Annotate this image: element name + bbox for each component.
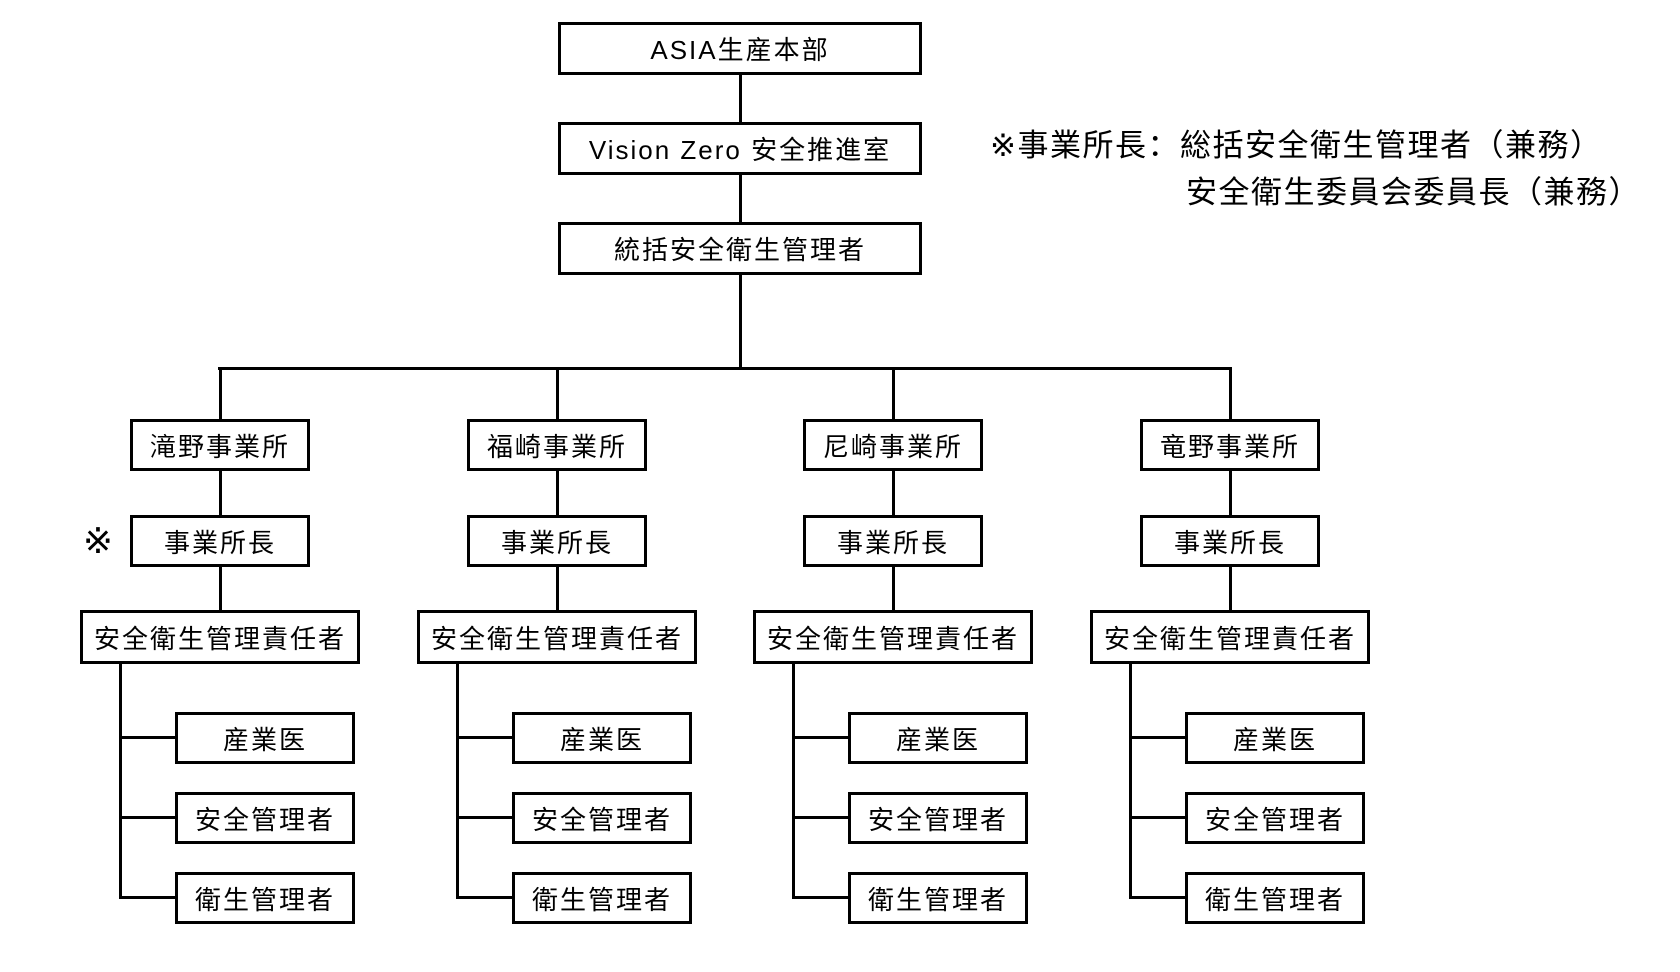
staff-stub-line <box>792 896 848 899</box>
connector-head-manager <box>1229 567 1232 610</box>
site-manager-box: 安全衛生管理責任者 <box>753 610 1033 664</box>
site-head-note-marker: ※ <box>82 520 114 561</box>
staff-stub-line <box>456 816 512 819</box>
staff-box: 産業医 <box>175 712 355 764</box>
site-name-box: 尼崎事業所 <box>803 419 983 471</box>
connector-site-head <box>556 471 559 515</box>
staff-branch-line <box>456 664 459 899</box>
site-head-box: 事業所長 <box>467 515 647 567</box>
site-head-box: 事業所長 <box>1140 515 1320 567</box>
staff-box: 衛生管理者 <box>512 872 692 924</box>
staff-stub-line <box>1129 896 1185 899</box>
staff-stub-line <box>119 896 175 899</box>
connector-manager-trunk <box>739 275 742 370</box>
staff-box: 産業医 <box>512 712 692 764</box>
staff-stub-line <box>792 816 848 819</box>
staff-stub-line <box>456 736 512 739</box>
site-head-box: 事業所長 <box>803 515 983 567</box>
connector-head-manager <box>556 567 559 610</box>
staff-box: 衛生管理者 <box>175 872 355 924</box>
site-manager-box: 安全衛生管理責任者 <box>417 610 697 664</box>
staff-stub-line <box>1129 816 1185 819</box>
site-column-takino: 滝野事業所 事業所長 安全衛生管理責任者 産業医 安全管理者 衛生管理者 <box>80 0 360 972</box>
staff-stub-line <box>119 816 175 819</box>
connector-trunk-site <box>556 367 559 419</box>
connector-site-head <box>219 471 222 515</box>
note-line-2: 安全衛生委員会委員長（兼務） <box>1186 175 1641 210</box>
site-head-box: 事業所長 <box>130 515 310 567</box>
connector-site-head <box>1229 471 1232 515</box>
staff-branch-line <box>1129 664 1132 899</box>
staff-box: 安全管理者 <box>848 792 1028 844</box>
staff-box: 衛生管理者 <box>1185 872 1365 924</box>
staff-box: 衛生管理者 <box>848 872 1028 924</box>
site-manager-box: 安全衛生管理責任者 <box>80 610 360 664</box>
site-manager-box: 安全衛生管理責任者 <box>1090 610 1370 664</box>
connector-office-manager <box>739 175 742 222</box>
staff-stub-line <box>119 736 175 739</box>
connector-site-head <box>892 471 895 515</box>
connector-head-manager <box>892 567 895 610</box>
staff-box: 安全管理者 <box>175 792 355 844</box>
promotion-office-box: Vision Zero 安全推進室 <box>558 122 922 175</box>
staff-stub-line <box>1129 736 1185 739</box>
site-column-fukusaki: 福崎事業所 事業所長 安全衛生管理責任者 産業医 安全管理者 衛生管理者 <box>417 0 697 972</box>
staff-stub-line <box>792 736 848 739</box>
connector-trunk-site <box>219 367 222 419</box>
general-manager-box: 統括安全衛生管理者 <box>558 222 922 275</box>
staff-branch-line <box>792 664 795 899</box>
connector-head-manager <box>219 567 222 610</box>
site-column-tatsuno: 竜野事業所 事業所長 安全衛生管理責任者 産業医 安全管理者 衛生管理者 <box>1090 0 1370 972</box>
staff-stub-line <box>456 896 512 899</box>
trunk-horizontal-line <box>218 367 1232 370</box>
connector-trunk-site <box>1229 367 1232 419</box>
note-line-1: ※事業所長：総括安全衛生管理者（兼務） <box>990 128 1603 163</box>
staff-box: 安全管理者 <box>1185 792 1365 844</box>
site-name-box: 福崎事業所 <box>467 419 647 471</box>
site-name-box: 竜野事業所 <box>1140 419 1320 471</box>
site-name-box: 滝野事業所 <box>130 419 310 471</box>
staff-branch-line <box>119 664 122 899</box>
staff-box: 産業医 <box>1185 712 1365 764</box>
hq-box: ASIA生産本部 <box>558 22 922 75</box>
connector-hq-office <box>739 75 742 122</box>
staff-box: 産業医 <box>848 712 1028 764</box>
staff-box: 安全管理者 <box>512 792 692 844</box>
site-column-amagasaki: 尼崎事業所 事業所長 安全衛生管理責任者 産業医 安全管理者 衛生管理者 <box>753 0 1033 972</box>
connector-trunk-site <box>892 367 895 419</box>
note-text: ※事業所長：総括安全衛生管理者（兼務） 安全衛生委員会委員長（兼務） <box>990 122 1641 216</box>
